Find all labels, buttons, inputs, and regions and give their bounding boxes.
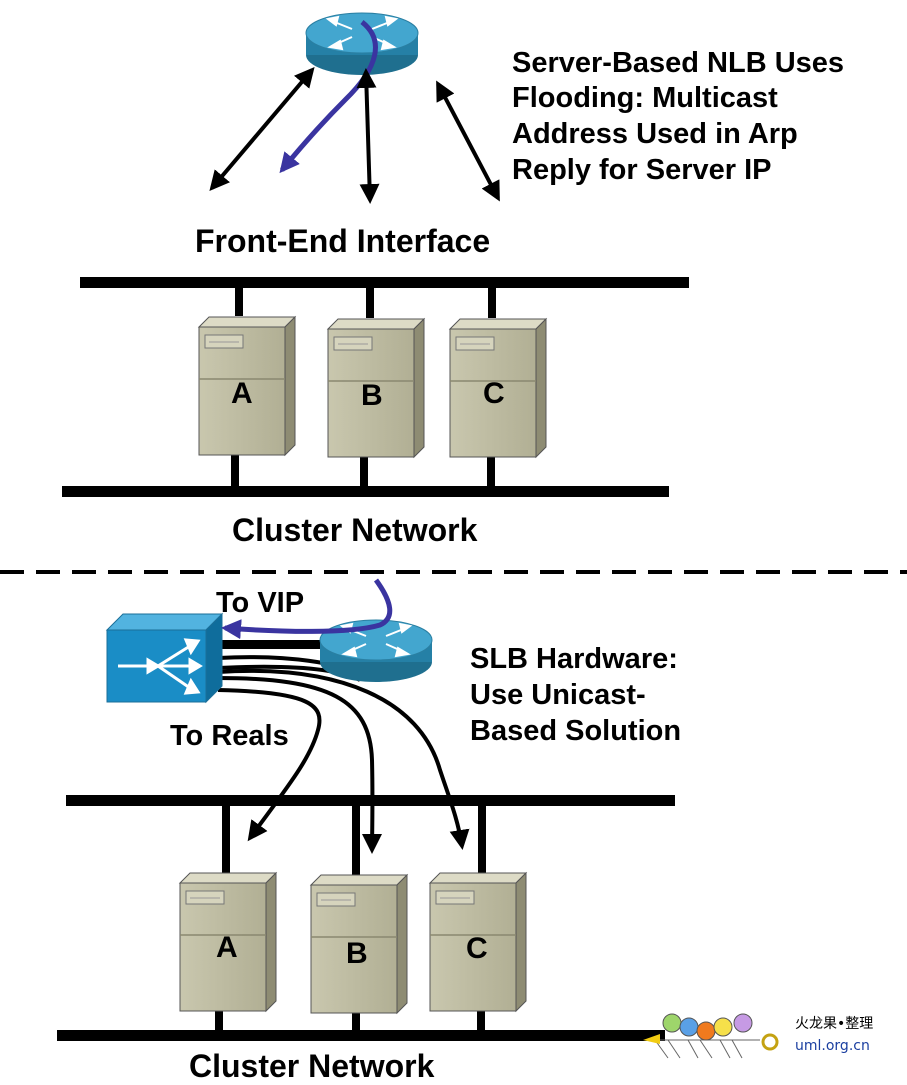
front-end-bus [80,277,689,288]
bottom-note-line-3: Based Solution [470,715,681,747]
to-reals-label: To Reals [170,720,289,752]
cluster-bus-top [62,486,669,497]
bottom-note-line-2: Use Unicast- [470,679,646,711]
server-label-a-bottom: A [216,931,238,964]
server-connectors-top [231,288,496,487]
server-label-c-bottom: C [466,932,488,965]
watermark-url: uml.org.cn [795,1038,870,1054]
front-end-label: Front-End Interface [195,223,490,259]
slb-switch [105,612,224,704]
top-note-line-4: Reply for Server IP [512,154,772,186]
arrow-right [436,80,500,202]
top-note-line-3: Address Used in Arp [512,118,798,150]
cluster-label-top: Cluster Network [232,512,478,548]
server-label-a-top: A [231,377,253,410]
server-label-c-top: C [483,377,505,410]
server-label-b-top: B [361,379,383,412]
server-bus-bottom [66,795,675,806]
flow-arrow-bottom [221,578,393,640]
cluster-bus-bottom [57,1030,665,1041]
arrow-left [209,66,315,192]
bottom-note-line-1: SLB Hardware: [470,643,678,675]
watermark-chinese: 火龙果•整理 [795,1016,873,1032]
to-vip-label: To VIP [216,587,304,619]
cluster-label-bottom: Cluster Network [189,1048,435,1084]
watermark-logo [643,1013,779,1059]
top-note-line-2: Flooding: Multicast [512,82,778,114]
server-connectors-bottom [215,806,486,1031]
arrow-middle [356,68,380,204]
server-label-b-bottom: B [346,937,368,970]
top-note-line-1: Server-Based NLB Uses [512,47,844,79]
switch-cables [215,640,470,854]
